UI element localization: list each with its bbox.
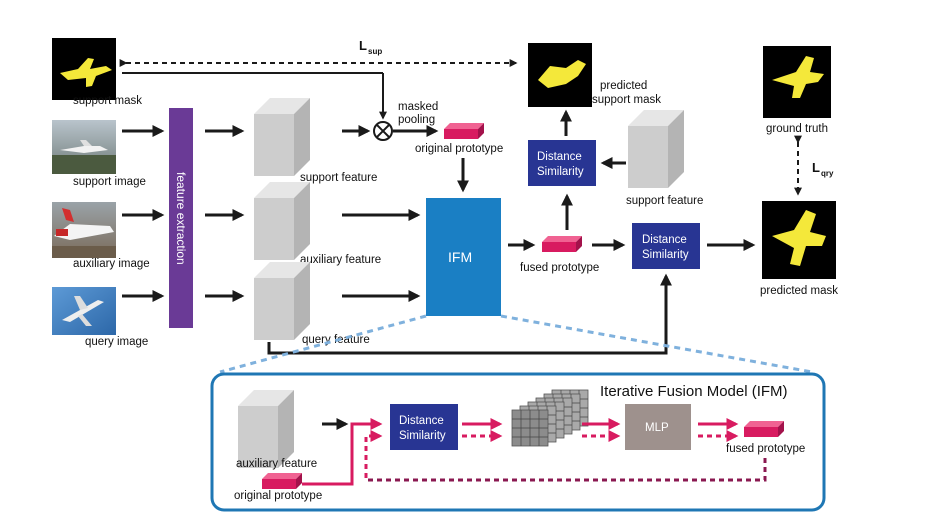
auxiliary-feature-label: auxiliary feature: [300, 254, 381, 266]
loss-sup-subscript: sup: [368, 47, 382, 56]
mlp-block: [625, 404, 691, 450]
inset-original-prototype-label: original prototype: [234, 490, 322, 502]
predicted-support-mask-image: [528, 43, 592, 107]
ifm-inset-title: Iterative Fusion Model (IFM): [600, 383, 788, 400]
loss-qry-subscript: qry: [821, 169, 834, 178]
predicted-mask-label: predicted mask: [760, 285, 838, 297]
inset-auxiliary-feature-label: auxiliary feature: [236, 458, 317, 470]
distance-similarity-support-line2: Similarity: [537, 166, 584, 178]
query-image-label: query image: [85, 336, 148, 348]
support-image: [52, 120, 116, 174]
loss-sup-symbol: L: [359, 38, 367, 53]
support-mask-label: support mask: [73, 95, 142, 107]
fused-prototype-label: fused prototype: [520, 262, 599, 274]
feature-extraction-block: [169, 108, 193, 328]
predicted-support-mask-label-2: support mask: [592, 94, 661, 106]
similarity-map-stack: [511, 389, 589, 447]
inset-distance-similarity: [390, 404, 458, 450]
inset-distance-similarity-line2: Similarity: [399, 430, 446, 442]
inset-fused-prototype-label: fused prototype: [726, 443, 805, 455]
ifm-label: IFM: [448, 249, 472, 265]
masked-pooling-label-1: masked: [398, 101, 438, 113]
support-mask-image: [52, 38, 116, 100]
query-feature-cube: [254, 262, 310, 340]
distance-similarity-query-line2: Similarity: [642, 249, 689, 261]
query-image: [52, 287, 116, 335]
auxiliary-feature-cube: [254, 182, 310, 260]
predicted-support-mask-label-1: predicted: [600, 80, 647, 92]
support-feature-right-label: support feature: [626, 195, 703, 207]
masked-pooling-operator: [373, 121, 393, 141]
support-feature-label: support feature: [300, 172, 377, 184]
support-image-label: support image: [73, 176, 146, 188]
inset-distance-similarity-line1: Distance: [399, 415, 444, 427]
mlp-label: MLP: [645, 422, 669, 434]
distance-similarity-support-line1: Distance: [537, 151, 582, 163]
auxiliary-image: [52, 202, 116, 258]
auxiliary-image-label: auxiliary image: [73, 258, 150, 270]
distance-similarity-query: [632, 223, 700, 269]
support-feature-right-cube: [628, 110, 684, 188]
distance-similarity-support: [528, 140, 596, 186]
original-prototype: [444, 123, 484, 139]
ground-truth-label: ground truth: [766, 123, 828, 135]
feature-extraction-label: feature extraction: [174, 172, 188, 265]
similarity-map-layer: [511, 409, 549, 447]
fused-prototype: [542, 236, 582, 252]
support-feature-cube: [254, 98, 310, 176]
predicted-mask-image: [762, 201, 836, 279]
ground-truth-image: [763, 46, 831, 118]
masked-pooling-label-2: pooling: [398, 114, 435, 126]
original-prototype-label: original prototype: [415, 143, 503, 155]
ifm-block: [426, 198, 501, 316]
inset-auxiliary-feature-cube: [238, 390, 294, 468]
loss-qry-symbol: L: [812, 160, 820, 175]
inset-original-prototype: [262, 473, 302, 489]
inset-fused-prototype: [744, 421, 784, 437]
distance-similarity-query-line1: Distance: [642, 234, 687, 246]
